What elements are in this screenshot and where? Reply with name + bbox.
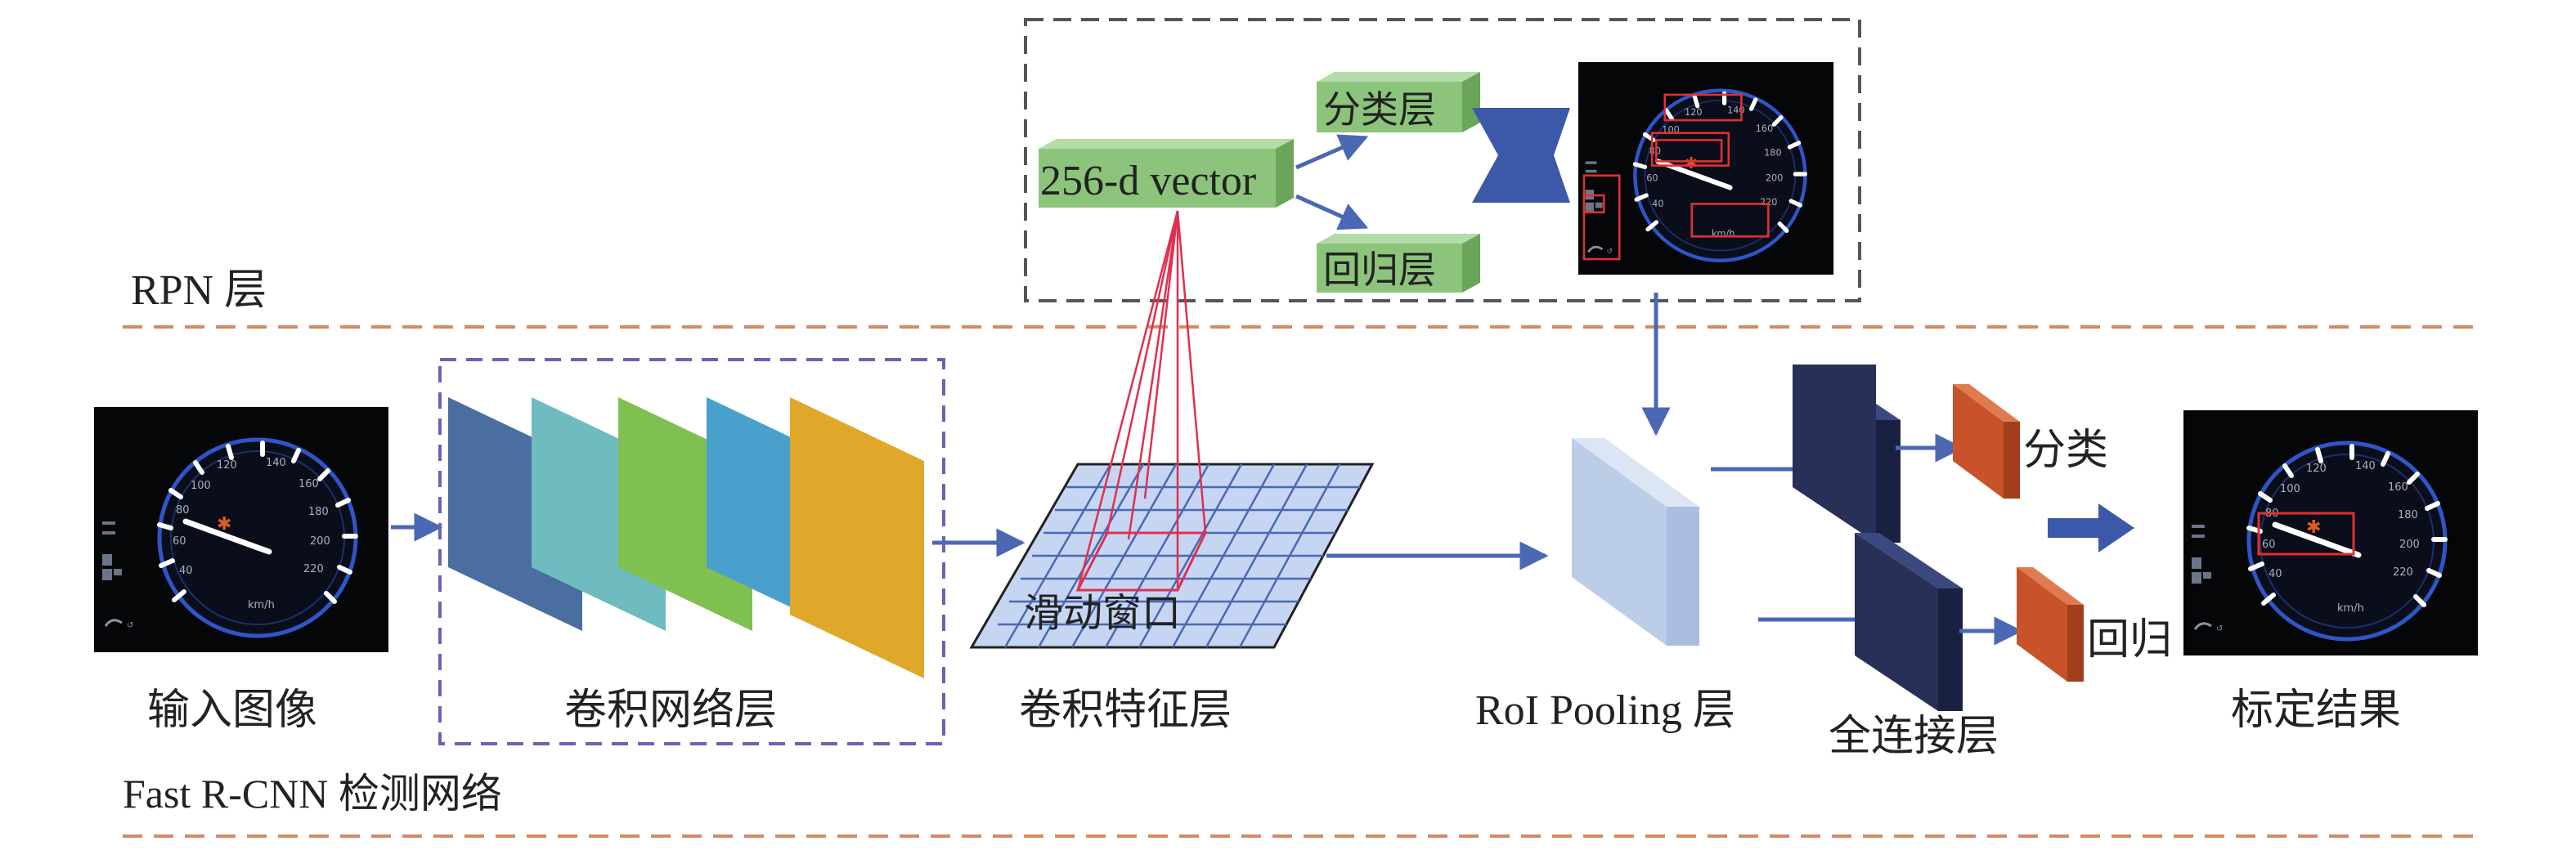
roi-pooling-block: [1572, 438, 1699, 646]
result-label: 标定结果: [2231, 686, 2401, 735]
vector-to-cls-arrow: [1295, 134, 1369, 170]
conv-layers-box: [438, 358, 945, 745]
cls-output-label: 分类: [2023, 426, 2108, 475]
sliding-window-label: 滑动窗口: [1024, 590, 1181, 636]
input-image: [94, 407, 388, 652]
vector-label: 256-d vector: [1040, 158, 1256, 204]
fc-block-1: [1793, 365, 1901, 543]
fast-rcnn-section-label: Fast R-CNN 检测网络: [123, 771, 502, 816]
vector-block: 256-d vector: [1039, 139, 1294, 208]
roi-pooling-label: RoI Pooling 层: [1475, 687, 1735, 734]
reg-layer-block: 回归层: [1317, 234, 1480, 293]
rpn-proposal-image: [1578, 62, 1833, 275]
cls-layer-label: 分类层: [1323, 87, 1436, 132]
rpn-box: [1024, 18, 1861, 302]
result-arrow: [2048, 503, 2134, 553]
fc-block-2: [1855, 533, 1963, 711]
conv-plane-5: [790, 397, 924, 678]
proposal-chevron-arrow: [1446, 108, 1570, 203]
cls-layer-block: 分类层: [1317, 72, 1480, 132]
rpn-section-label: RPN 层: [131, 267, 267, 314]
conv-layer-planes: [448, 397, 924, 678]
conv-feature-map: [969, 463, 1375, 649]
window-projection-lines: [1076, 210, 1207, 591]
vector-to-reg-arrow: [1295, 194, 1369, 230]
fc-label: 全连接层: [1829, 712, 1999, 761]
result-image: [2183, 410, 2478, 655]
conv-feature-label: 卷积特征层: [1019, 686, 1232, 735]
input-image-label: 输入图像: [147, 686, 317, 735]
reg-layer-label: 回归层: [1323, 248, 1436, 292]
conv-layers-label: 卷积网络层: [564, 686, 777, 735]
reg-output-block: [2017, 567, 2084, 682]
cls-output-block: [1953, 384, 2020, 499]
reg-output-label: 回归: [2087, 615, 2172, 664]
